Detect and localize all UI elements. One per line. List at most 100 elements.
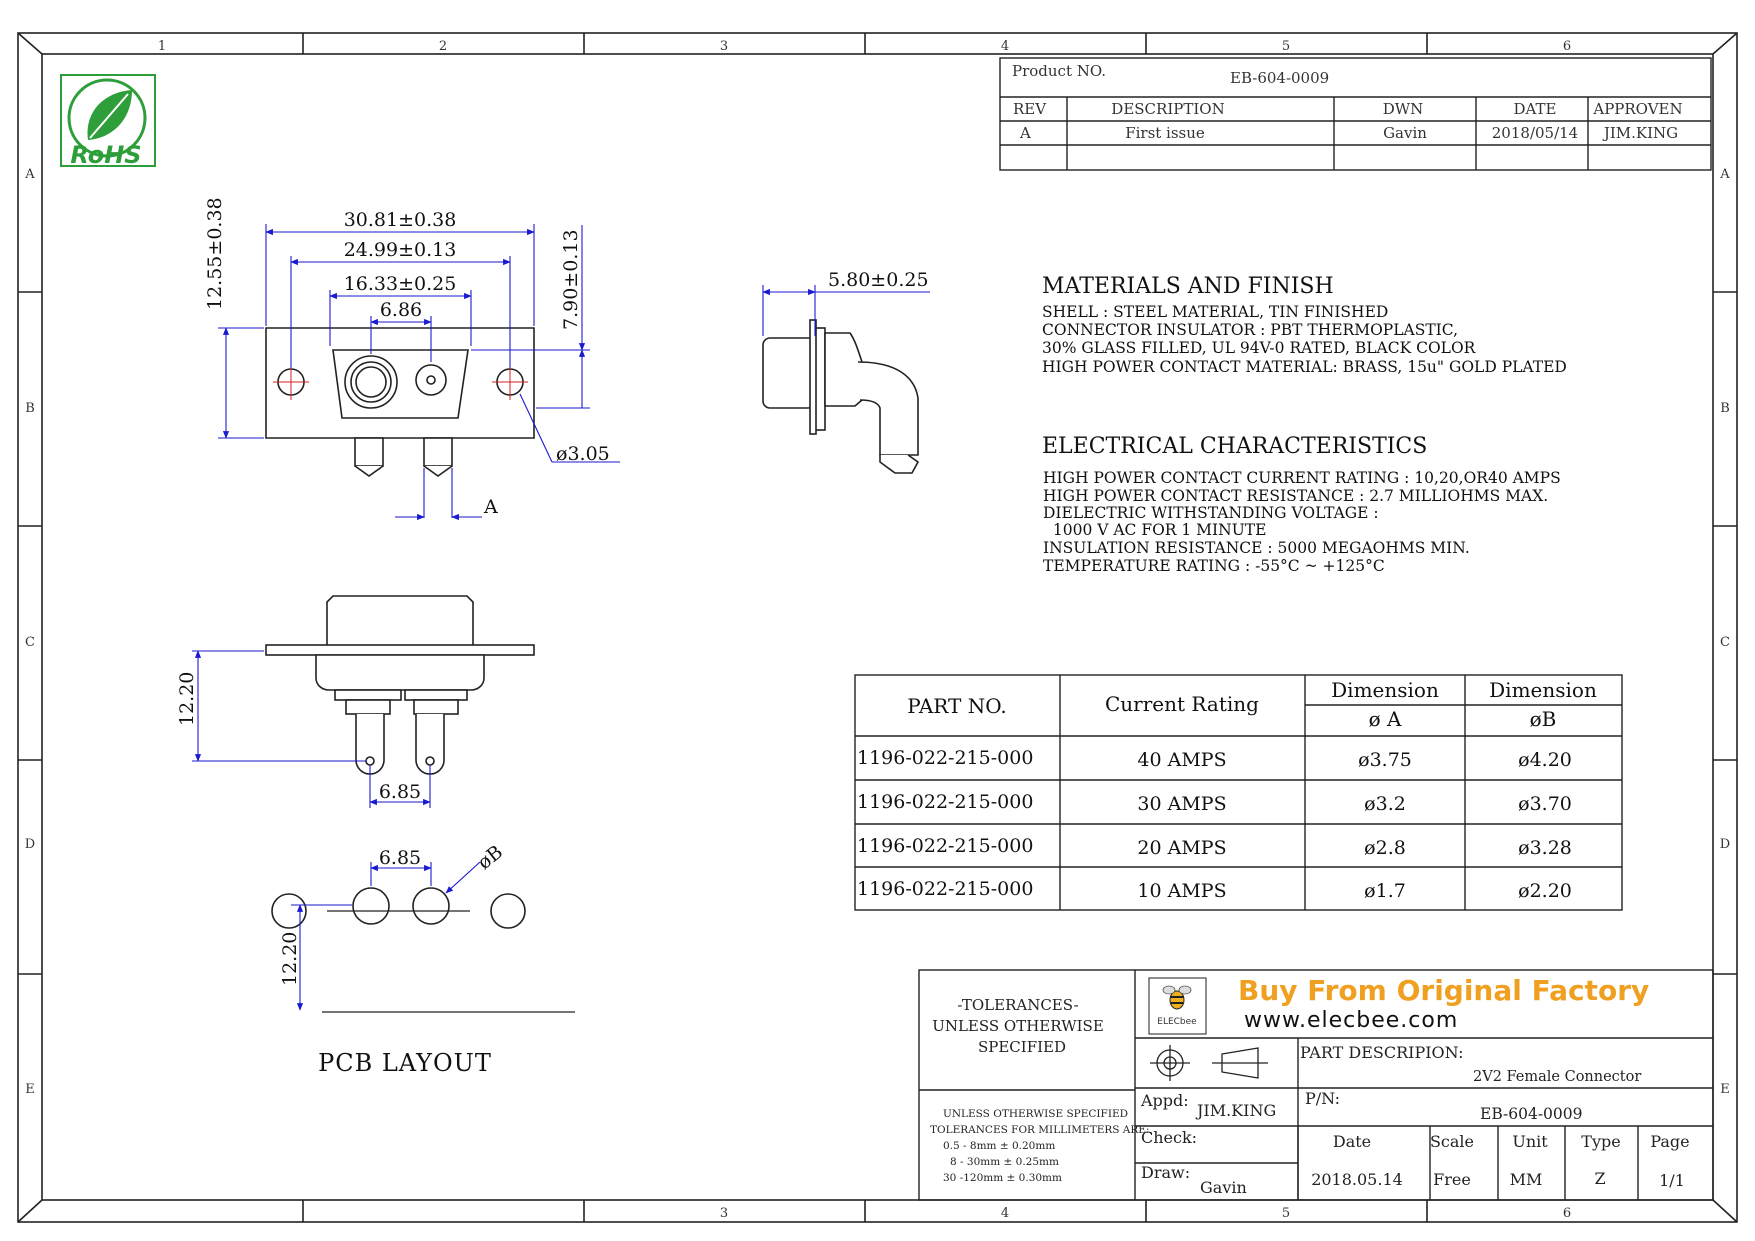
zone-row-d-right: D [1720, 837, 1730, 852]
header-dimension-b-sub: øB [1530, 707, 1557, 731]
zone-col-5: 5 [1282, 39, 1290, 54]
tolerances-line: -TOLERANCES- [957, 996, 1078, 1014]
materials-line: 30% GLASS FILLED, UL 94V-0 RATED, BLACK … [1042, 339, 1477, 357]
dim-depth: 5.80±0.25 [828, 269, 929, 291]
rev-header: REV [1013, 100, 1047, 118]
zone-row-a: A [24, 167, 35, 182]
approven-value: JIM.KING [1602, 124, 1678, 142]
col-value-type: Z [1594, 1169, 1605, 1188]
col-value-unit: MM [1510, 1170, 1543, 1189]
description-header: DESCRIPTION [1111, 100, 1224, 118]
col-value-date: 2018.05.14 [1311, 1170, 1403, 1189]
banner-text: Buy From Original Factory [1238, 974, 1649, 1007]
zone-col-2: 2 [439, 39, 447, 54]
materials-line: SHELL : STEEL MATERIAL, TIN FINISHED [1042, 303, 1388, 321]
rev-value: A [1019, 124, 1031, 142]
col-value-page: 1/1 [1659, 1171, 1685, 1190]
electrical-line: HIGH POWER CONTACT RESISTANCE : 2.7 MILL… [1043, 487, 1548, 505]
cell-dim-a: ø1.7 [1364, 880, 1406, 902]
zone-col-5-bottom: 5 [1282, 1206, 1290, 1221]
pcb-dim-height: 12.20 [279, 932, 301, 986]
materials-heading: MATERIALS AND FINISH [1042, 274, 1334, 299]
materials-line: CONNECTOR INSULATOR : PBT THERMOPLASTIC, [1042, 321, 1458, 339]
cell-part: 1196-022-215-000 [857, 878, 1033, 900]
side-view: 5.80±0.25 [762, 269, 930, 474]
zone-row-c: C [25, 635, 35, 650]
dwn-value: Gavin [1383, 124, 1427, 142]
materials-line: HIGH POWER CONTACT MATERIAL: BRASS, 15u"… [1042, 358, 1567, 376]
electrical-line: 1000 V AC FOR 1 MINUTE [1043, 521, 1266, 539]
cell-part: 1196-022-215-000 [857, 747, 1033, 769]
header-part-no: PART NO. [907, 694, 1007, 718]
col-header-unit: Unit [1512, 1132, 1548, 1151]
tolerances-line: SPECIFIED [978, 1038, 1066, 1056]
electrical-line: TEMPERATURE RATING : -55°C ~ +125°C [1043, 557, 1385, 575]
appd-label: Appd: [1140, 1091, 1189, 1110]
zone-col-3: 3 [720, 39, 728, 54]
dim-height: 12.55±0.38 [204, 197, 226, 310]
zone-row-e: E [25, 1082, 35, 1097]
tolerance-note: TOLERANCES FOR MILLIMETERS ARE: [930, 1124, 1150, 1136]
zone-col-6-bottom: 6 [1563, 1206, 1571, 1221]
rohs-logo-text: RoHS [70, 141, 141, 169]
cell-dim-b: ø4.20 [1518, 749, 1572, 771]
part-desc-label: PART DESCRIPION: [1300, 1043, 1463, 1062]
cell-dim-a: ø2.8 [1364, 837, 1406, 859]
electrical-line: INSULATION RESISTANCE : 5000 MEGAOHMS MI… [1043, 539, 1470, 557]
draw-value: Gavin [1200, 1178, 1247, 1197]
cell-part: 1196-022-215-000 [857, 835, 1033, 857]
zone-col-4: 4 [1001, 39, 1009, 54]
cell-dim-a: ø3.75 [1358, 749, 1412, 771]
label-a: A [483, 496, 498, 518]
tolerances-line: UNLESS OTHERWISE [932, 1017, 1104, 1035]
zone-col-1: 1 [158, 39, 166, 54]
date-header: DATE [1514, 100, 1557, 118]
dim-shell-width: 16.33±0.25 [344, 273, 457, 295]
website-text: www.elecbee.com [1244, 1008, 1458, 1033]
header-current-rating: Current Rating [1105, 692, 1259, 716]
cell-dim-b: ø3.70 [1518, 793, 1572, 815]
sheet-frame [17, 32, 1738, 1223]
cell-current: 40 AMPS [1137, 749, 1226, 771]
electrical-line: HIGH POWER CONTACT CURRENT RATING : 10,2… [1043, 469, 1561, 487]
pn-value: EB-604-0009 [1480, 1105, 1583, 1123]
zone-row-b: B [25, 401, 35, 416]
rohs-logo: RoHS [60, 74, 156, 169]
description-value: First issue [1125, 124, 1205, 142]
header-dimension-a-sub: ø A [1369, 707, 1402, 731]
pcb-label-b: øB [474, 841, 508, 874]
cell-dim-b: ø2.20 [1518, 880, 1572, 902]
dim-hole: ø3.05 [556, 443, 610, 465]
notes: MATERIALS AND FINISH SHELL : STEEL MATER… [1042, 274, 1567, 575]
table-row: 1196-022-215-000 40 AMPS ø3.75 ø4.20 [857, 747, 1572, 771]
cell-dim-b: ø3.28 [1518, 837, 1572, 859]
table-row: 1196-022-215-000 10 AMPS ø1.7 ø2.20 [857, 878, 1572, 902]
dim-shell-height: 7.90±0.13 [560, 229, 582, 330]
draw-label: Draw: [1141, 1163, 1190, 1182]
tolerance-note: 0.5 - 8mm ± 0.20mm [943, 1140, 1055, 1152]
col-value-scale: Free [1433, 1170, 1471, 1189]
pcb-dim-spacing: 6.85 [379, 847, 421, 869]
spec-table: PART NO. Current Rating Dimension ø A Di… [854, 674, 1623, 911]
zone-col-3-bottom: 3 [720, 1206, 728, 1221]
appd-value: JIM.KING [1195, 1101, 1276, 1120]
zone-row-a-right: A [1719, 167, 1730, 182]
bee-icon [1169, 990, 1185, 1010]
tolerance-note: 8 - 30mm ± 0.25mm [950, 1156, 1059, 1168]
electrical-heading: ELECTRICAL CHARACTERISTICS [1042, 434, 1427, 459]
tolerance-note: UNLESS OTHERWISE SPECIFIED [943, 1108, 1128, 1120]
date-value: 2018/05/14 [1492, 124, 1578, 142]
approven-header: APPROVEN [1592, 100, 1682, 118]
pcb-layout-title: PCB LAYOUT [318, 1049, 492, 1077]
dim-pin-spacing: 6.86 [380, 299, 422, 321]
front-view: 30.81±0.38 24.99±0.13 16.33±0.25 6.86 12… [204, 197, 620, 521]
projection-symbol-icon [1150, 1045, 1268, 1081]
cell-current: 20 AMPS [1137, 837, 1226, 859]
footer-block: -TOLERANCES- UNLESS OTHERWISE SPECIFIED … [918, 969, 1714, 1201]
tolerance-note: 30 -120mm ± 0.30mm [943, 1172, 1062, 1184]
title-block: Product NO. EB-604-0009 REV DESCRIPTION … [999, 57, 1712, 171]
col-header-page: Page [1650, 1132, 1689, 1151]
cell-current: 10 AMPS [1137, 880, 1226, 902]
part-desc-value: 2V2 Female Connector [1473, 1069, 1641, 1085]
header-dimension-b: Dimension [1489, 678, 1597, 702]
